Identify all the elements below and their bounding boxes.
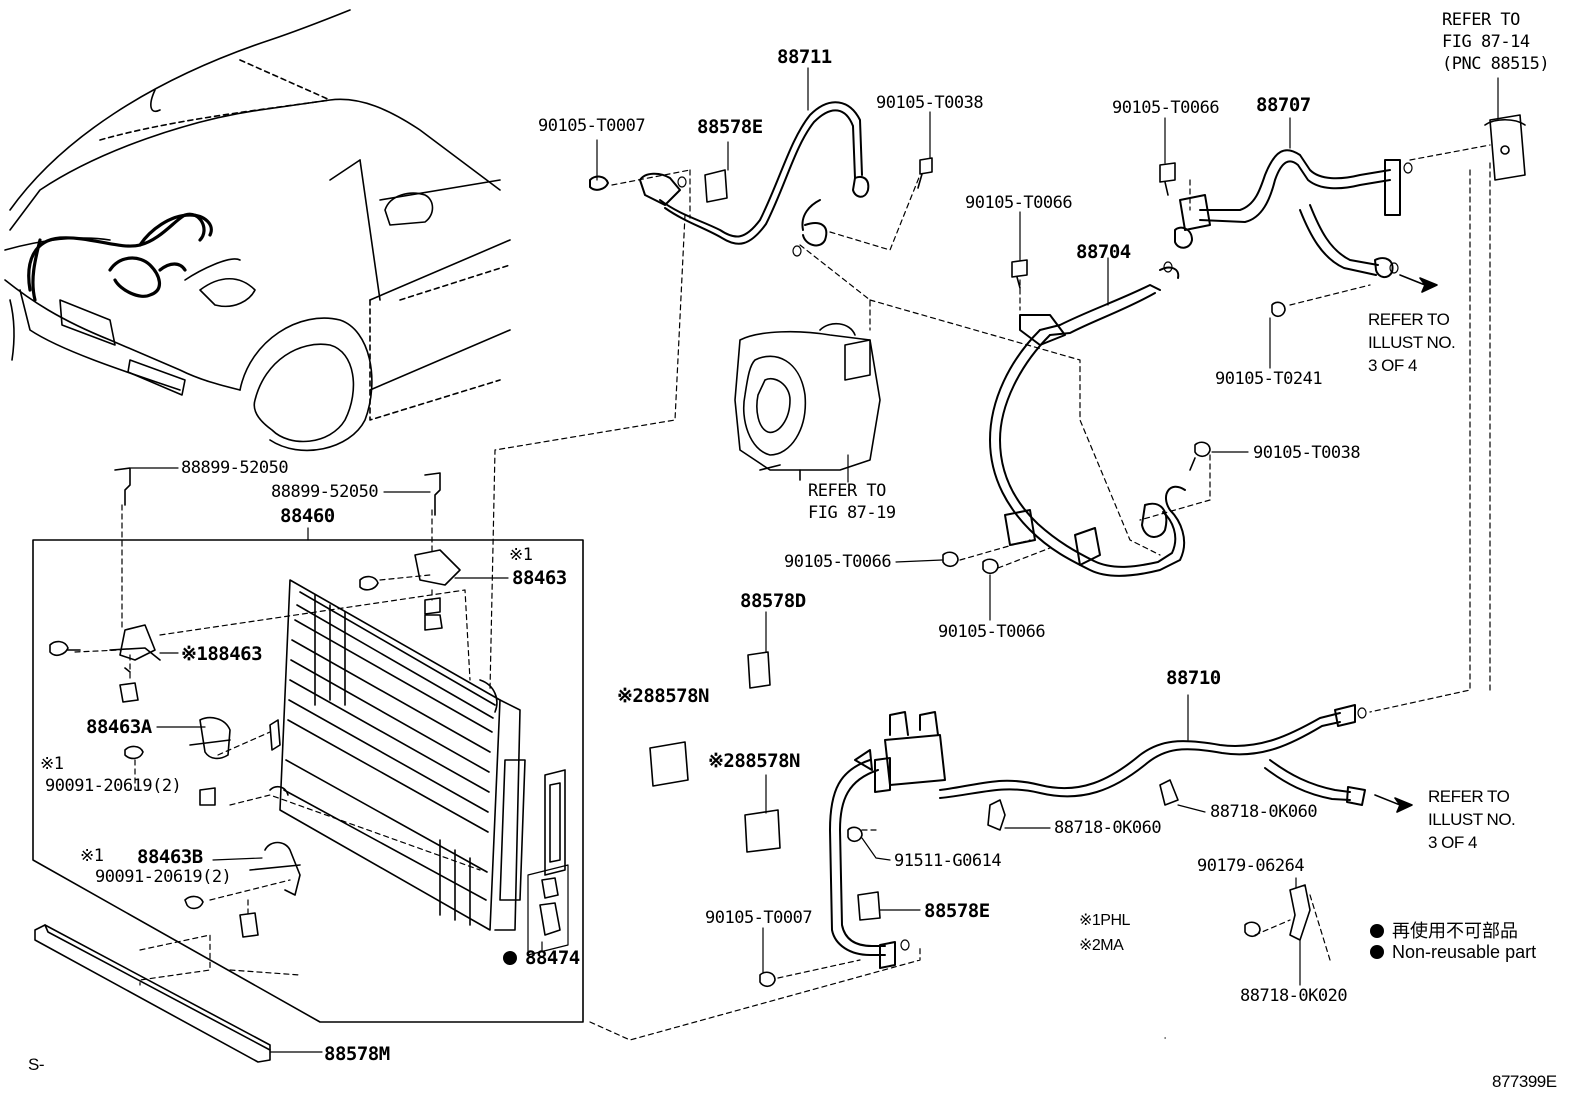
receiver-dryer <box>527 769 569 956</box>
label-90179-06264: 90179-06264 <box>1197 856 1305 876</box>
label-figure-number: 877399E <box>1492 1072 1557 1091</box>
label-88474: 88474 <box>503 949 580 968</box>
label-88707: 88707 <box>1256 94 1311 116</box>
hose-88710 <box>829 704 1366 969</box>
label-90091-20619-a: 90091-20619(2) <box>45 776 182 796</box>
label-88899-52050-a: 88899-52050 <box>181 458 289 478</box>
compressor <box>734 322 881 481</box>
legend-en-text: Non-reusable part <box>1392 942 1537 962</box>
label-90105-t0066-d: 90105-T0066 <box>938 622 1046 642</box>
label-refer-illust-b-line3: 3 OF 4 <box>1428 833 1477 852</box>
label-corner-left: S- <box>28 1055 45 1074</box>
hose-88707 <box>1174 149 1401 278</box>
label-88899-52050-b: 88899-52050 <box>271 482 379 502</box>
vehicle-outline <box>4 9 511 452</box>
label-88578n-a: ※288578N <box>617 685 710 707</box>
legend-dot-icon <box>1370 924 1384 938</box>
label-88463-top: 88463 <box>512 567 567 589</box>
legend-jp: 再使用不可部品 <box>1370 917 1518 943</box>
legend-jp-text: 再使用不可部品 <box>1392 921 1518 941</box>
legend-dot-icon <box>1370 945 1384 959</box>
label-refer-fig-87-19-line2: FIG 87-19 <box>808 503 896 523</box>
label-88704: 88704 <box>1076 241 1131 263</box>
label-88578e-top: 88578E <box>697 116 763 138</box>
label-88578n-b: ※288578N <box>708 750 801 772</box>
label-88718-0k060-b: 88718-0K060 <box>1210 802 1318 822</box>
clips-88718 <box>759 779 1311 988</box>
label-90105-t0038-mid: 90105-T0038 <box>1253 443 1361 463</box>
label-90105-t0066-a: 90105-T0066 <box>1112 98 1220 118</box>
leader-lines <box>130 67 1499 1053</box>
label-90105-t0066-b: 90105-T0066 <box>965 193 1073 213</box>
label-88578d: 88578D <box>740 590 806 612</box>
label-88718-0k020: 88718-0K020 <box>1240 986 1348 1006</box>
label-90105-t0241: 90105-T0241 <box>1215 369 1323 389</box>
label-88578m: 88578M <box>324 1043 390 1065</box>
label-note-phl: ※1PHL <box>1079 912 1130 929</box>
label-refer-fig-87-14-line2: FIG 87-14 <box>1442 32 1530 52</box>
bolts-upper <box>917 157 1286 575</box>
non-reusable-dot-icon <box>503 951 517 965</box>
label-88463-left: ※188463 <box>181 643 263 665</box>
label-88460: 88460 <box>280 505 335 527</box>
label-88578e-low: 88578E <box>924 900 990 922</box>
engine-harness <box>27 212 213 302</box>
hose-88711 <box>589 101 870 247</box>
label-mark1-top: ※1 <box>509 545 533 565</box>
label-refer-illust-b-line2: ILLUST NO. <box>1428 810 1516 829</box>
label-refer-fig-87-19-line1: REFER TO <box>808 481 886 501</box>
legend-en: Non-reusable part <box>1370 942 1536 963</box>
label-90105-t0066-c: 90105-T0066 <box>784 552 892 572</box>
label-90105-t0007-top: 90105-T0007 <box>538 116 646 136</box>
direction-arrows <box>1374 274 1438 813</box>
label-90105-t0007-low: 90105-T0007 <box>705 908 813 928</box>
label-refer-illust-b-line1: REFER TO <box>1428 787 1510 806</box>
label-refer-fig-87-14-line3: (PNC 88515) <box>1442 54 1550 74</box>
label-88718-0k060-a: 88718-0K060 <box>1054 818 1162 838</box>
hose-88704 <box>989 266 1186 577</box>
label-refer-illust-a-line2: ILLUST NO. <box>1368 333 1456 352</box>
condenser-core <box>269 579 526 931</box>
label-mark1-low: ※1 <box>80 846 104 866</box>
bottom-seal <box>34 924 271 1063</box>
label-mark1-mid: ※1 <box>40 754 64 774</box>
label-refer-fig-87-14-line1: REFER TO <box>1442 10 1520 30</box>
label-refer-illust-a-line1: REFER TO <box>1368 310 1450 329</box>
label-90091-20619-b: 90091-20619(2) <box>95 867 232 887</box>
seal-pads <box>649 169 881 921</box>
label-88710: 88710 <box>1166 667 1221 689</box>
label-88463b: 88463B <box>137 846 203 868</box>
label-88711: 88711 <box>777 46 832 68</box>
label-90105-t0038-top: 90105-T0038 <box>876 93 984 113</box>
label-88474-text: 88474 <box>525 947 580 969</box>
label-91511-g0614: 91511-G0614 <box>894 851 1002 871</box>
condenser-hardware <box>49 467 461 938</box>
condenser-box <box>32 539 584 1023</box>
o-rings <box>677 162 1413 951</box>
dashed-lines <box>74 144 1491 1041</box>
label-refer-illust-a-line3: 3 OF 4 <box>1368 356 1417 375</box>
label-note-ma: ※2MA <box>1079 937 1124 954</box>
expansion-valve <box>1484 114 1526 181</box>
label-88463a: 88463A <box>86 716 152 738</box>
